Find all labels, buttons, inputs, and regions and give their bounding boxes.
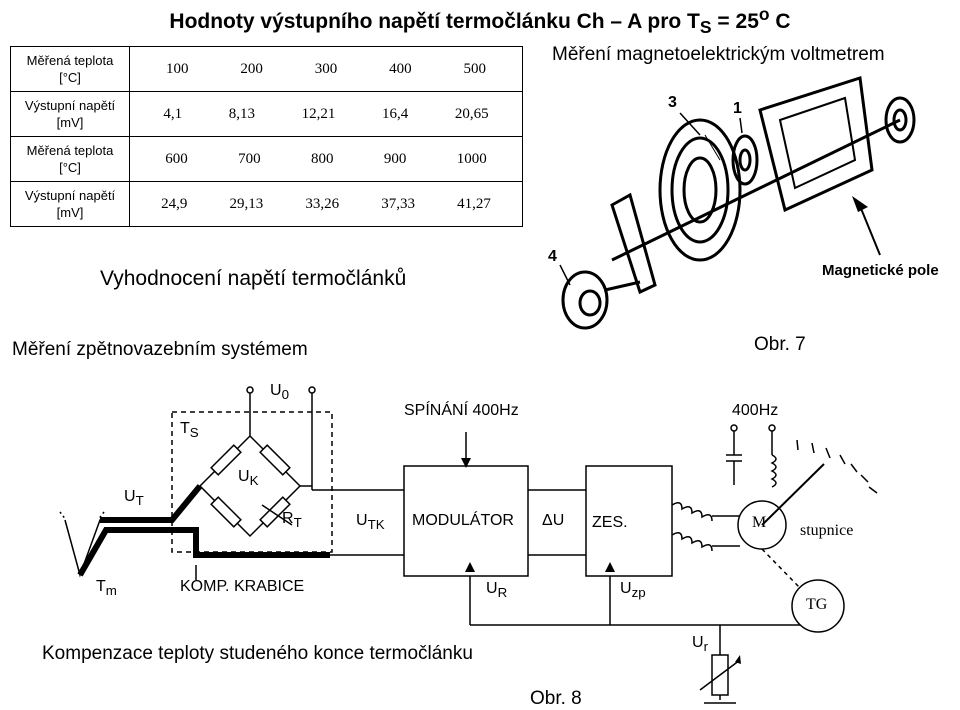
- modulator-label: MODULÁTOR: [412, 512, 514, 529]
- coil-frame: [758, 76, 874, 213]
- motor-label: M: [752, 514, 767, 531]
- row-label-line2: [mV]: [56, 205, 84, 220]
- page-title: Hodnoty výstupního napětí termočlánku Ch…: [169, 4, 791, 38]
- callout-3: 3: [668, 94, 677, 111]
- cell-value: 600: [165, 150, 188, 167]
- cell-value: 1000: [456, 150, 487, 167]
- row-label-line2: [°C]: [59, 70, 81, 85]
- row-label-line1: Měřená teplota: [26, 143, 114, 158]
- compensation-caption: Kompenzace teploty studeného konce termo…: [42, 643, 473, 664]
- cell-value: 300: [314, 60, 338, 77]
- figure-7-caption: Obr. 7: [754, 334, 806, 355]
- cell-value: 200: [240, 60, 263, 77]
- label-ut: UT: [124, 488, 144, 509]
- table-row: Výstupní napětí [mV] 24,9 29,13 33,26 37,33 41…: [10, 181, 523, 227]
- row-label: Měřená teplota [°C]: [10, 136, 130, 182]
- label-ur: UR: [486, 580, 508, 601]
- cell-value: 900: [383, 150, 407, 167]
- tacho-label: TG: [806, 596, 828, 613]
- label-ur-small: Ur: [692, 634, 709, 655]
- label-uk: UK: [238, 468, 259, 489]
- label-u0: U0: [270, 382, 289, 403]
- callout-4: 4: [548, 248, 557, 265]
- cell-value: 400: [389, 60, 412, 77]
- label-rt: RT: [282, 510, 302, 531]
- row-label: Výstupní napětí [mV]: [10, 91, 130, 137]
- cell-value: 700: [238, 150, 261, 167]
- magnetoelectric-heading: Měření magnetoelektrickým voltmetrem: [552, 44, 885, 65]
- label-delta-u: ΔU: [542, 512, 565, 529]
- cell-value: 12,21: [301, 105, 336, 122]
- cell-value: 33,26: [305, 195, 340, 212]
- section-subtitle: Vyhodnocení napětí termočlánků: [100, 267, 407, 290]
- row-label-line1: Výstupní napětí: [24, 188, 116, 203]
- magnetic-field-label: Magnetické pole: [822, 262, 939, 279]
- cell-value: 16,4: [381, 105, 409, 122]
- row-label-line2: [mV]: [56, 115, 84, 130]
- row-label-line1: Měřená teplota: [26, 53, 114, 68]
- table-row: Měřená teplota [°C] 600 700 800 900 1000: [10, 136, 523, 182]
- cell-value: 8,13: [228, 105, 255, 122]
- cell-value: 37,33: [381, 195, 415, 212]
- row-label-line1: Výstupní napětí: [24, 98, 116, 113]
- figure-8-caption: Obr. 8: [530, 688, 582, 709]
- feedback-heading: Měření zpětnovazebním systémem: [12, 339, 308, 360]
- cell-value: 29,13: [229, 195, 264, 212]
- row-values: 24,9 29,13 33,26 37,33 41,27: [129, 181, 523, 227]
- table-row: Výstupní napětí [mV] 4,1 8,13 12,21 16,4 20,65: [10, 91, 523, 137]
- row-values: 100 200 300 400 500: [129, 46, 523, 92]
- table-row: Měřená teplota [°C] 100 200 300 400 500: [10, 46, 523, 92]
- row-label-line2: [°C]: [59, 160, 81, 175]
- cell-value: 20,65: [454, 105, 489, 122]
- label-tm: Tm: [96, 578, 117, 599]
- row-label: Měřená teplota [°C]: [10, 46, 130, 92]
- label-switching: SPÍNÁNÍ 400Hz: [404, 402, 519, 419]
- row-label: Výstupní napětí [mV]: [10, 181, 130, 227]
- label-400hz: 400Hz: [732, 402, 779, 419]
- amplifier-label: ZES.: [592, 514, 628, 531]
- label-uzp: Uzp: [620, 580, 646, 601]
- cell-value: 41,27: [457, 195, 491, 212]
- row-values: 600 700 800 900 1000: [129, 136, 523, 182]
- cell-value: 24,9: [161, 195, 188, 212]
- callout-1: 1: [733, 100, 742, 117]
- cell-value: 800: [310, 150, 334, 167]
- label-ts: TS: [180, 420, 199, 441]
- scale-label: stupnice: [800, 522, 854, 539]
- comp-box-label: KOMP. KRABICE: [180, 578, 305, 595]
- row-values: 4,1 8,13 12,21 16,4 20,65: [129, 91, 523, 137]
- cell-value: 500: [463, 60, 487, 77]
- cell-value: 4,1: [163, 105, 183, 122]
- label-utk: UTK: [356, 512, 385, 533]
- cell-value: 100: [165, 60, 189, 77]
